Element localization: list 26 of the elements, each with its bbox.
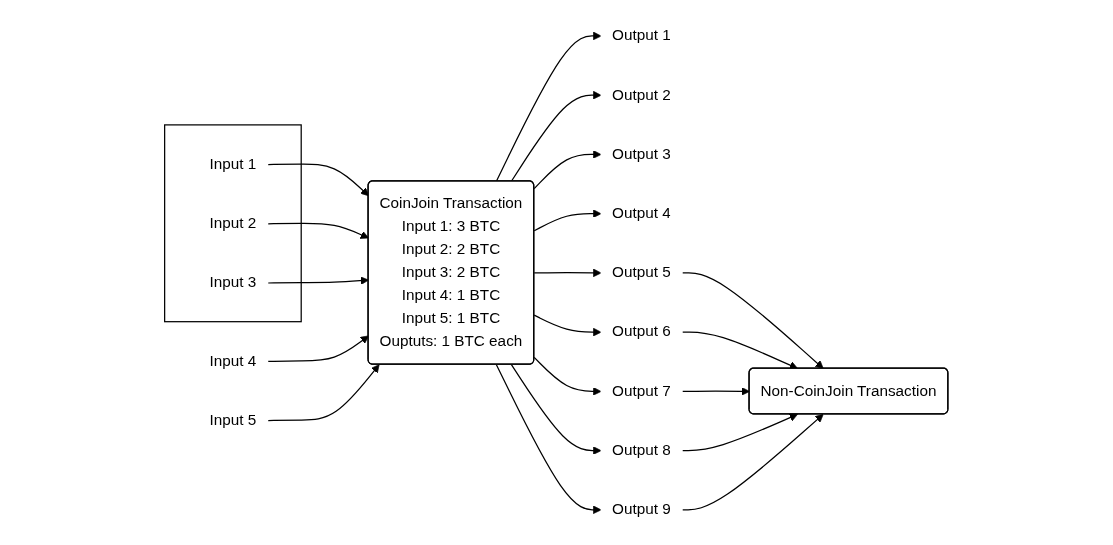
arrow (511, 364, 602, 455)
arrow (267, 364, 380, 422)
cluster (164, 124, 303, 323)
arrow (533, 150, 602, 190)
arrow (496, 31, 602, 182)
node-text: Output 5 (612, 263, 671, 281)
node-text: Input 2 (209, 214, 257, 231)
arrow (682, 331, 799, 370)
node-text: Output 2 (612, 86, 671, 103)
node-text: Output 9 (612, 500, 671, 518)
node-text: Output 6 (612, 323, 671, 340)
arrow (682, 414, 824, 511)
node-text: Output 8 (612, 441, 671, 458)
node-text: Output 4 (612, 204, 671, 221)
node-text: Input 5 (209, 411, 257, 428)
node-text: Output 1 (612, 26, 671, 44)
node-text: Output 3 (612, 145, 671, 162)
arrow (682, 413, 799, 452)
arrow (511, 90, 602, 182)
node-text: Input 1 (209, 155, 257, 172)
node-text: Input 4 (209, 352, 257, 369)
node-text: Output 7 (612, 382, 671, 399)
arrow (533, 356, 602, 396)
arrow (496, 364, 602, 514)
arrow (682, 272, 824, 369)
node-text: Input 3 (209, 273, 257, 291)
